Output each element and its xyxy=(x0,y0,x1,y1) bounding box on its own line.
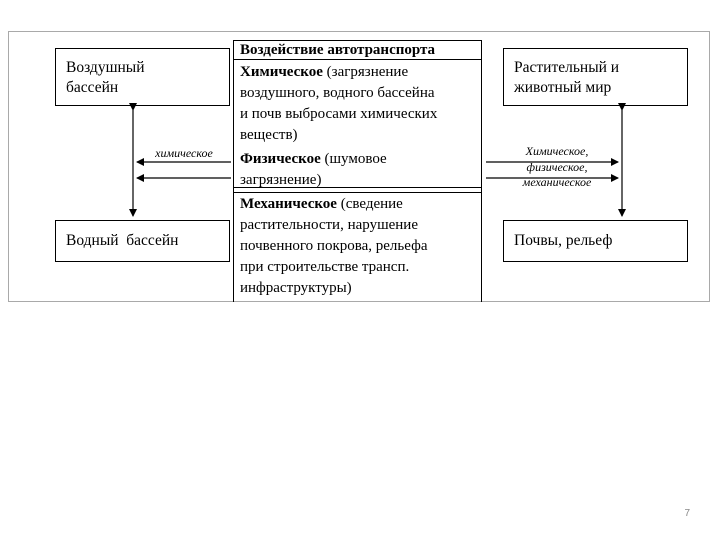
air-basin-line1: Воздушный xyxy=(66,59,145,76)
chemical-text-2: воздушного, водного бассейна xyxy=(240,85,435,101)
soil-box: Почвы, рельеф xyxy=(503,220,688,262)
right-arrow-label-3: механическое xyxy=(522,175,592,189)
mechanical-text-4: при строительстве трансп. xyxy=(240,259,410,275)
chemical-text-1: (загрязнение xyxy=(322,64,409,80)
flora-fauna-line2: животный мир xyxy=(514,79,612,96)
air-basin-box: Воздушный бассейн xyxy=(55,48,230,106)
left-arrow-label: химическое xyxy=(155,146,213,160)
soil-label: Почвы, рельеф xyxy=(514,232,613,249)
flora-fauna-box: Растительный и животный мир xyxy=(503,48,688,106)
physical-section: Физическое (шумовое загрязнение) xyxy=(234,148,481,193)
physical-text-2: загрязнение) xyxy=(240,172,322,188)
chemical-heading: Химическое xyxy=(240,64,323,80)
right-arrow-label: Химическое, физическое, механическое xyxy=(505,145,609,189)
impact-table: Воздействие автотранспорта Химическое (з… xyxy=(233,40,482,302)
chemical-section: Химическое (загрязнение воздушного, водн… xyxy=(234,60,481,188)
page-number: 7 xyxy=(684,508,690,519)
water-basin-label: Водный бассейн xyxy=(66,232,179,249)
impact-title: Воздействие автотранспорта xyxy=(234,41,481,60)
air-basin-line2: бассейн xyxy=(66,79,119,96)
physical-heading: Физическое xyxy=(240,151,321,167)
mechanical-text-5: инфраструктуры) xyxy=(240,280,352,296)
mechanical-text-3: почвенного покрова, рельефа xyxy=(240,238,428,254)
mechanical-text-1: (сведение xyxy=(336,196,403,212)
right-arrow-label-2: физическое, xyxy=(526,159,588,174)
mechanical-section: Механическое (сведение растительности, н… xyxy=(234,193,481,303)
water-basin-box: Водный бассейн xyxy=(55,220,230,262)
mechanical-heading: Механическое xyxy=(240,196,337,212)
right-arrow-label-1: Химическое, xyxy=(525,144,589,158)
flora-fauna-line1: Растительный и xyxy=(514,59,620,76)
chemical-text-4: веществ) xyxy=(240,127,298,143)
mechanical-text-2: растительности, нарушение xyxy=(240,217,418,233)
chemical-text-3: и почв выбросами химических xyxy=(240,106,438,122)
physical-text-1: (шумовое xyxy=(320,151,387,167)
